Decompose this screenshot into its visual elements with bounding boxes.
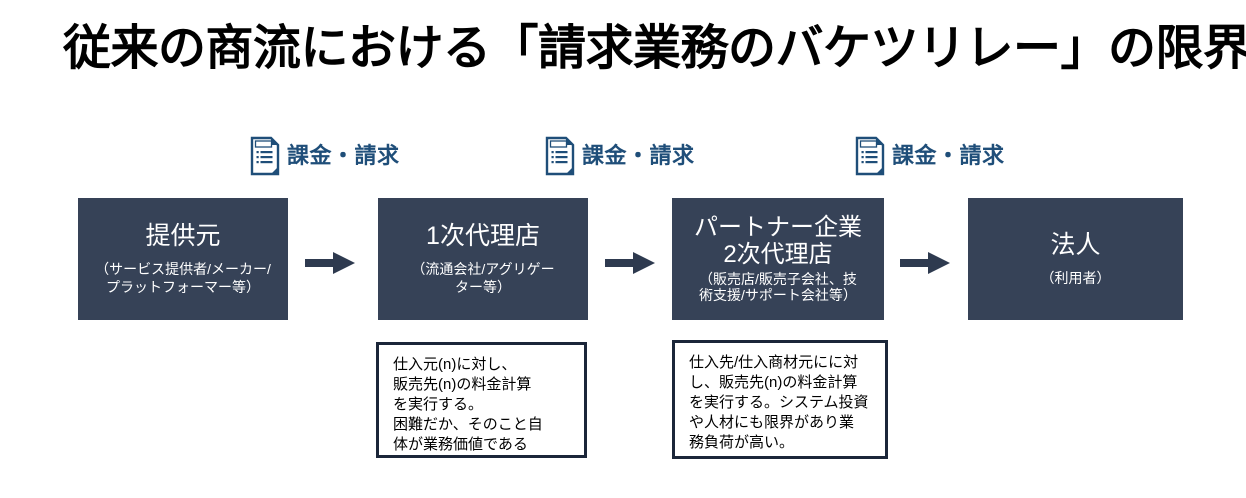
stage-box-provider: 提供元 （サービス提供者/メーカー/ プラットフォーマー等） xyxy=(78,198,288,320)
invoice-document-icon xyxy=(545,136,575,176)
invoice-label-text: 課金・請求 xyxy=(287,143,400,168)
note-primary-agency: 仕入元(n)に対し、 販売先(n)の料金計算 を実行する。 困難だか、そのこと自… xyxy=(376,342,587,458)
stage-box-primary-agency: 1次代理店 （流通会社/アグリゲー ター等） xyxy=(378,198,588,320)
stage-box-corporation: 法人 （利用者） xyxy=(968,198,1183,320)
invoice-label-group-1: 課金・請求 xyxy=(250,134,400,178)
invoice-document-icon xyxy=(855,136,885,176)
stage-title: 1次代理店 xyxy=(426,222,540,251)
invoice-label-text: 課金・請求 xyxy=(582,143,695,168)
stage-subtitle: （流通会社/アグリゲー ター等） xyxy=(411,261,555,295)
invoice-document-icon xyxy=(250,136,280,176)
page-title: 従来の商流における「請求業務のバケツリレー」の限界 xyxy=(63,22,1246,75)
stage-title: パートナー企業 2次代理店 xyxy=(694,214,862,268)
stage-title: 提供元 xyxy=(145,222,221,251)
stage-subtitle: （利用者） xyxy=(1040,269,1111,286)
note-partner-company: 仕入先/仕入商材元にに対 し、販売先(n)の料金計算 を実行する。システム投資 … xyxy=(672,340,888,459)
stage-subtitle: （サービス提供者/メーカー/ プラットフォーマー等） xyxy=(95,261,271,295)
stage-title: 法人 xyxy=(1050,230,1101,259)
arrow-right-icon xyxy=(305,252,355,274)
stage-subtitle: （販売店/販売子会社、技 術支援/サポート会社等） xyxy=(699,270,857,303)
arrow-right-icon xyxy=(900,252,950,274)
arrow-right-icon xyxy=(605,252,655,274)
stage-box-partner-secondary-agency: パートナー企業 2次代理店 （販売店/販売子会社、技 術支援/サポート会社等） xyxy=(672,198,884,320)
invoice-label-group-3: 課金・請求 xyxy=(855,134,1005,178)
invoice-label-text: 課金・請求 xyxy=(892,143,1005,168)
invoice-label-group-2: 課金・請求 xyxy=(545,134,695,178)
